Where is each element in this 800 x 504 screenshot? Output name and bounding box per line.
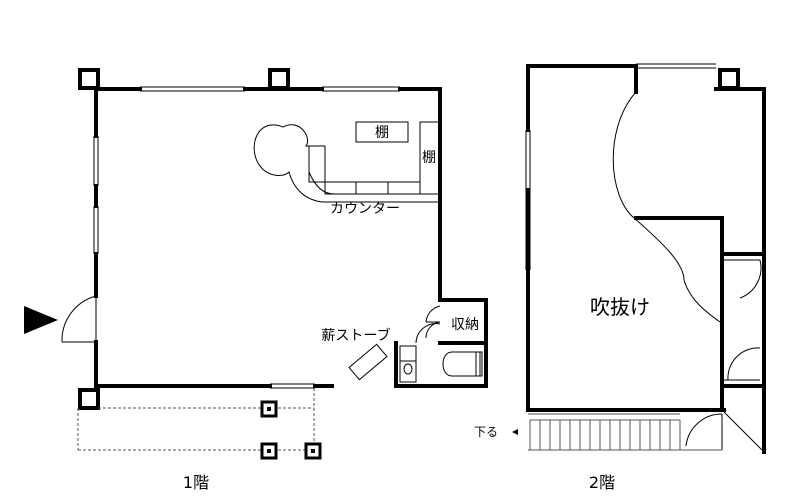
counter [253, 121, 441, 203]
second-floor-plan: 吹抜け 下る 2階 [474, 63, 766, 492]
entrance-arrow-icon [24, 306, 58, 334]
second-floor-windows [525, 63, 716, 270]
floor2-label: 2階 [589, 473, 615, 492]
stove-label: 薪ストーブ [321, 327, 390, 344]
shelf-side-label: 棚 [422, 150, 436, 166]
second-floor-doors [685, 259, 763, 451]
toilet-room [399, 345, 483, 383]
void-label: 吹抜け [590, 295, 650, 319]
deck-outline [77, 388, 315, 451]
counter-label: カウンター [330, 201, 400, 217]
stairs-down-label: 下る [474, 425, 498, 439]
stairs-down-arrow-icon [512, 429, 518, 435]
second-floor-posts [718, 68, 740, 90]
first-floor-windows [93, 86, 400, 389]
staircase [528, 413, 722, 451]
wood-stove [348, 343, 388, 381]
second-floor-walls [526, 64, 766, 454]
floor1-label: 1階 [183, 473, 209, 492]
storage-label: 収納 [451, 317, 479, 333]
first-floor-walls [94, 87, 488, 388]
shelf-top-label: 棚 [375, 125, 389, 141]
first-floor-plan: 棚 棚 カウンター 薪ストーブ 収納 [24, 68, 488, 492]
first-floor-posts [78, 68, 290, 410]
void-curve [612, 91, 721, 323]
interior-doors [415, 305, 441, 344]
entrance-door [61, 295, 97, 343]
